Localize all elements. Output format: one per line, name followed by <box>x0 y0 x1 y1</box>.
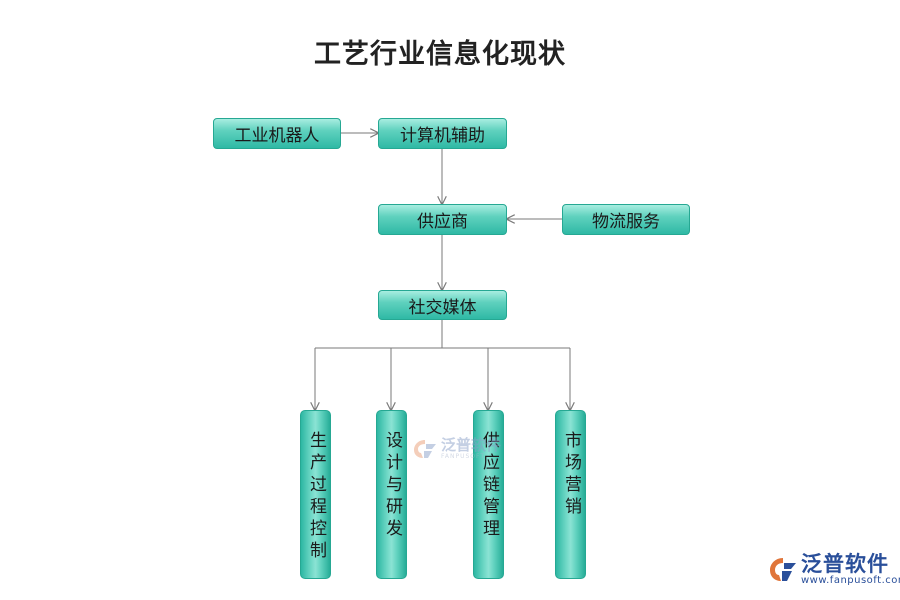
brand-url: www.fanpusoft.com <box>801 575 900 586</box>
node-supply-chain-label: 供应链管理 <box>479 431 499 541</box>
node-design-rd-label: 设计与研发 <box>382 431 402 541</box>
fanpu-logo-icon <box>770 558 796 581</box>
node-marketing-label: 市场营销 <box>561 431 581 519</box>
brand-logo: 泛普软件 www.fanpusoft.com <box>768 554 900 586</box>
node-marketing: 市场营销 <box>555 410 586 579</box>
node-social-media: 社交媒体 <box>378 290 507 320</box>
center-watermark: 泛普软件 FANPUSOFT <box>412 438 501 460</box>
diagram-title: 工艺行业信息化现状 <box>314 39 566 70</box>
node-computer-aided: 计算机辅助 <box>378 118 507 149</box>
center-watermark-url: FANPUSOFT <box>441 453 486 460</box>
center-watermark-name: 泛普软件 <box>441 436 502 454</box>
node-supply-chain: 供应链管理 <box>473 410 504 579</box>
node-production-control: 生产过程控制 <box>300 410 331 579</box>
node-production-control-label: 生产过程控制 <box>306 431 326 563</box>
brand-name: 泛普软件 <box>801 552 889 576</box>
node-design-rd: 设计与研发 <box>376 410 407 579</box>
fanpu-logo-icon <box>414 440 436 458</box>
node-logistics: 物流服务 <box>562 204 690 235</box>
node-industrial-robot: 工业机器人 <box>213 118 341 149</box>
node-supplier: 供应商 <box>378 204 507 235</box>
